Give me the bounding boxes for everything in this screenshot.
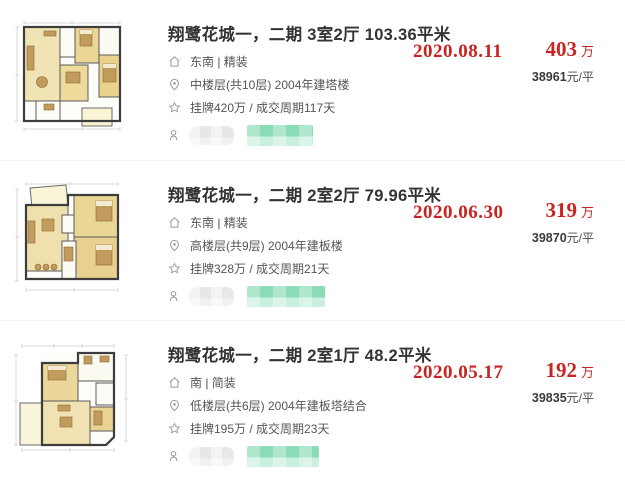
house-icon — [169, 216, 180, 228]
listing-title[interactable]: 翔鹭花城一，二期 2室2厅 79.96平米 — [168, 187, 442, 205]
listing-info-row: 挂牌195万 / 成交周期23天 — [168, 421, 418, 436]
star-icon — [168, 101, 181, 113]
deal-price-unit: 万 — [580, 44, 594, 59]
agent-row — [168, 285, 418, 307]
unit-price-suffix: 元/平 — [566, 231, 594, 245]
unit-price: 38961元/平 — [532, 68, 594, 86]
floor-plan-thumbnail[interactable] — [14, 341, 132, 453]
agent-name-blurred — [189, 286, 235, 306]
listing-info-row: 挂牌328万 / 成交周期21天 — [168, 261, 418, 276]
orientation-row: 东南 | 精装 — [168, 215, 418, 230]
house-icon — [169, 55, 180, 67]
floor-row: 低楼层(共6层) 2004年建板塔结合 — [168, 398, 418, 413]
floor-text: 中楼层(共10层) 2004年建塔楼 — [190, 77, 350, 92]
listing-info-text: 挂牌328万 / 成交周期21天 — [190, 261, 330, 276]
location-pin-icon — [169, 399, 180, 411]
floor-text: 高楼层(共9层) 2004年建板楼 — [190, 238, 343, 253]
listing-info-text: 挂牌195万 / 成交周期23天 — [190, 421, 330, 436]
agent-name-blurred — [189, 446, 235, 466]
deal-price-unit: 万 — [580, 365, 594, 380]
listing-title[interactable]: 翔鹭花城一，二期 2室1厅 48.2平米 — [168, 347, 432, 365]
floor-plan-thumbnail[interactable] — [14, 181, 132, 293]
floor-plan-thumbnail[interactable] — [14, 20, 132, 132]
orientation-text: 东南 | 精装 — [190, 215, 248, 230]
orientation-text: 南 | 简装 — [190, 375, 236, 390]
orientation-text: 东南 | 精装 — [190, 54, 248, 69]
deal-price-value: 192 — [545, 358, 577, 382]
floor-text: 低楼层(共6层) 2004年建板塔结合 — [190, 398, 367, 413]
listing-title[interactable]: 翔鹭花城一，二期 3室2厅 103.36平米 — [168, 26, 451, 44]
sold-listing-card[interactable]: 翔鹭花城一，二期 3室2厅 103.36平米 东南 | 精装 中楼层(共10层)… — [0, 0, 625, 160]
deal-price-unit: 万 — [580, 205, 594, 220]
deal-date: 2020.08.11 — [413, 41, 503, 62]
agent-brand-blurred — [247, 285, 325, 307]
agent-brand-blurred — [247, 124, 313, 146]
agent-row — [168, 124, 418, 146]
floor-plan-2room-small-image — [14, 344, 128, 452]
floor-plan-2room-image — [15, 182, 120, 292]
deal-price-value: 403 — [545, 37, 577, 61]
unit-price: 39835元/平 — [532, 389, 594, 407]
orientation-row: 东南 | 精装 — [168, 54, 418, 69]
unit-price-value: 39870 — [531, 231, 567, 245]
floor-row: 高楼层(共9层) 2004年建板楼 — [168, 238, 418, 253]
location-pin-icon — [169, 78, 180, 90]
listing-info-row: 挂牌420万 / 成交周期117天 — [168, 100, 418, 115]
floor-plan-3room-image — [15, 21, 122, 131]
deal-date: 2020.06.30 — [413, 202, 504, 223]
star-icon — [168, 262, 181, 274]
listing-info-text: 挂牌420万 / 成交周期117天 — [190, 100, 336, 115]
unit-price-value: 38961 — [531, 70, 567, 84]
deal-price-value: 319 — [545, 198, 577, 222]
floor-row: 中楼层(共10层) 2004年建塔楼 — [168, 77, 418, 92]
unit-price: 39870元/平 — [532, 229, 594, 247]
sold-listing-card[interactable]: 翔鹭花城一，二期 2室1厅 48.2平米 南 | 简装 低楼层(共6层) 200… — [0, 320, 625, 480]
unit-price-suffix: 元/平 — [566, 391, 594, 405]
sold-listing-card[interactable]: 翔鹭花城一，二期 2室2厅 79.96平米 东南 | 精装 高楼层(共9层) 2… — [0, 160, 625, 320]
agent-row — [168, 445, 418, 467]
deal-date: 2020.05.17 — [413, 362, 504, 383]
agent-brand-blurred — [247, 445, 319, 467]
orientation-row: 南 | 简装 — [168, 375, 418, 390]
person-icon — [169, 290, 178, 301]
star-icon — [168, 422, 181, 434]
agent-name-blurred — [189, 125, 235, 145]
house-icon — [169, 376, 180, 388]
location-pin-icon — [169, 239, 180, 251]
unit-price-value: 39835 — [531, 391, 567, 405]
person-icon — [169, 129, 178, 140]
person-icon — [169, 450, 178, 461]
unit-price-suffix: 元/平 — [566, 70, 594, 84]
